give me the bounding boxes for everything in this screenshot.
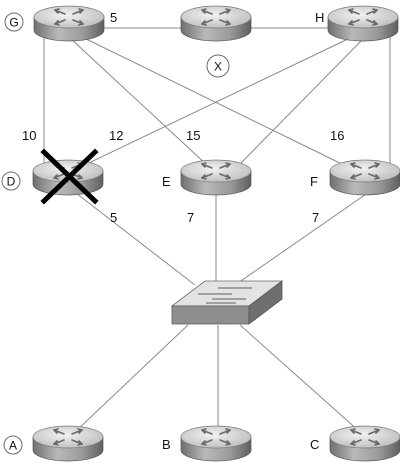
- router-h[interactable]: [327, 5, 399, 42]
- link-cost-label: 5: [110, 10, 117, 25]
- link-cost-label: 15: [186, 128, 200, 143]
- node-label-b: B: [162, 437, 171, 452]
- router-g[interactable]: [33, 5, 105, 42]
- link-cost-label: 5: [110, 210, 117, 225]
- router-icon: [33, 5, 105, 42]
- link-switch-c: [239, 324, 361, 433]
- node-letter: A: [9, 439, 17, 453]
- node-letter: G: [9, 16, 18, 30]
- node-label-f: F: [310, 174, 318, 189]
- link-cost-label: 7: [312, 210, 319, 225]
- router-icon: [180, 159, 252, 196]
- router-f[interactable]: [329, 159, 400, 196]
- switch-icon[interactable]: [170, 280, 284, 325]
- router-icon: [180, 5, 252, 42]
- router-icon: [327, 5, 399, 42]
- link-d-switch: [71, 189, 196, 286]
- link-f-switch: [234, 189, 373, 286]
- node-label-g: G: [4, 12, 24, 32]
- link-cost-label: 16: [330, 128, 344, 143]
- router-b[interactable]: [180, 425, 252, 462]
- x-mark-icon: [40, 148, 99, 205]
- node-label-c: C: [310, 437, 319, 452]
- link-cost-label: 10: [22, 128, 36, 143]
- node-label-e: E: [162, 174, 171, 189]
- link-cost-label: 12: [109, 128, 123, 143]
- router-icon: [32, 425, 104, 462]
- link-h-e: [237, 39, 363, 167]
- circled-x-mark: X: [206, 54, 230, 78]
- router-icon: [180, 425, 252, 462]
- circled-x-letter: X: [214, 60, 222, 74]
- node-letter: D: [7, 175, 16, 189]
- router-e[interactable]: [180, 159, 252, 196]
- link-h-d: [69, 37, 351, 173]
- router-top-middle[interactable]: [180, 5, 252, 42]
- link-cost-label: 7: [187, 210, 194, 225]
- link-g-e: [69, 37, 209, 167]
- links: [43, 27, 391, 433]
- node-label-d: D: [1, 171, 21, 191]
- node-label-h: H: [315, 10, 324, 25]
- router-icon: [329, 159, 400, 196]
- router-a[interactable]: [32, 425, 104, 462]
- router-c[interactable]: [329, 425, 400, 462]
- node-label-a: A: [3, 435, 23, 455]
- router-icon: [329, 425, 400, 462]
- link-g-f: [77, 34, 351, 169]
- link-switch-a: [74, 324, 189, 433]
